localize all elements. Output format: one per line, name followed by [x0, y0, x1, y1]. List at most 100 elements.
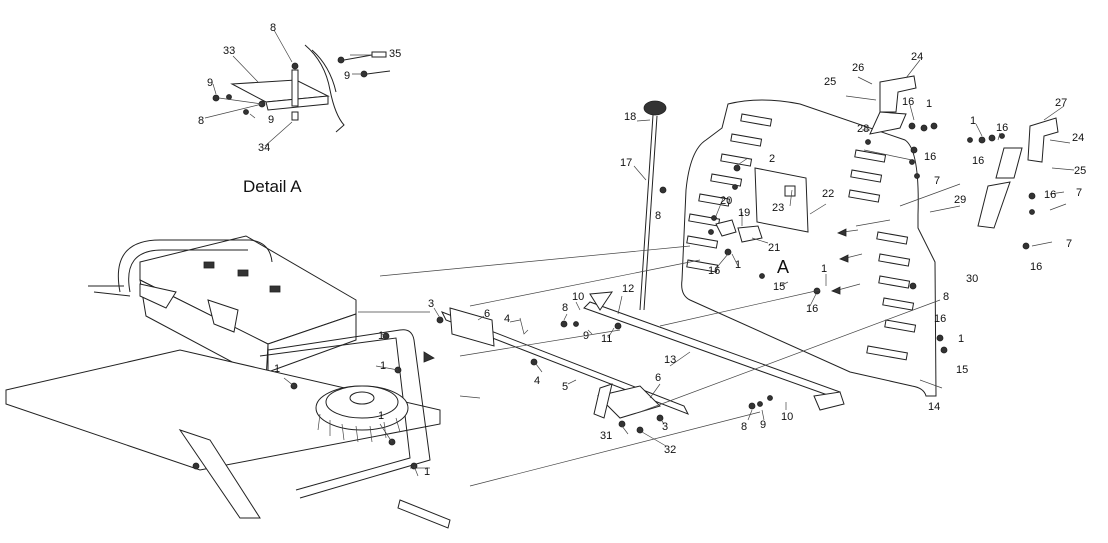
callout-label: 9 [207, 77, 213, 89]
callout-label: 1 [958, 333, 964, 345]
detail-a-marker: A [777, 257, 789, 277]
tractor-frame: 1 1 1 1 1 [5, 235, 451, 529]
callout-label: 32 [664, 444, 676, 456]
detail-rod-edge [311, 49, 337, 93]
callout-label: 8 [655, 210, 661, 222]
deck-slot [269, 285, 281, 293]
callout-label: 11 [601, 333, 612, 345]
callout-label: 16 [708, 265, 720, 277]
detail-bolt [371, 51, 387, 58]
fender-mount [139, 283, 177, 309]
callout-label: 2 [769, 153, 775, 165]
control-rod [633, 100, 667, 311]
arrow-head [839, 254, 849, 263]
callout-label: 15 [773, 281, 785, 293]
pulley-center [349, 391, 375, 405]
bracket-leaders [857, 59, 1071, 144]
callout-label: 26 [852, 62, 864, 74]
deck-slot [203, 261, 215, 269]
arrow-head [423, 351, 435, 363]
callout-label: 4 [534, 375, 540, 387]
callout-label: 1 [821, 263, 827, 275]
bracket-10b [813, 391, 845, 411]
callout-label: 1 [735, 259, 741, 271]
callout-label: 30 [966, 273, 978, 285]
detail-leaders [212, 29, 372, 147]
callout-label: 16 [1030, 261, 1042, 273]
deck-slot [237, 269, 249, 277]
callout-label: 6 [484, 308, 490, 320]
callout-label: 1 [380, 360, 386, 372]
detail-washer [243, 109, 249, 115]
callout-label: 1 [274, 363, 280, 375]
callout-label: 9 [583, 330, 589, 342]
detail-a-inset: 8 33 35 9 9 9 8 34 Detail A [198, 22, 401, 196]
callout-label: 16 [806, 303, 818, 315]
callout-label: 10 [781, 411, 793, 423]
detail-a-title: Detail A [243, 177, 302, 196]
callout-label: 3 [662, 421, 668, 433]
rod-leaders [633, 119, 651, 181]
callout-label: 19 [738, 207, 750, 219]
callout-label: 34 [258, 142, 270, 154]
bracket-10 [589, 291, 613, 311]
frame-leaders [283, 333, 419, 477]
main-axle-bar [440, 311, 690, 415]
detail-nut [212, 94, 220, 102]
callout-label: 6 [655, 372, 661, 384]
callout-label: 7 [1076, 187, 1082, 199]
callout-label: 9 [268, 114, 274, 126]
callout-label: 16 [934, 313, 946, 325]
dashed-guide [358, 245, 941, 487]
link-arm [593, 383, 613, 419]
detail-bolt-lines [343, 54, 391, 75]
callout-label: 23 [772, 202, 784, 214]
callout-label: 16 [902, 96, 914, 108]
frame-tube-end [397, 499, 451, 529]
callout-label: 21 [768, 242, 780, 254]
side-plate [88, 285, 131, 297]
callout-label: 27 [1055, 97, 1067, 109]
callout-label: 1 [970, 115, 976, 127]
rear-tube [267, 329, 431, 499]
assembly-lines [358, 245, 941, 487]
callout-label: 7 [1066, 238, 1072, 250]
callout-label: 16 [996, 122, 1008, 134]
callout-label: 16 [1044, 189, 1056, 201]
callout-label: 1 [424, 466, 430, 478]
guide-lines [855, 183, 961, 227]
pulley-fins [317, 413, 401, 443]
callout-label: 12 [622, 283, 634, 295]
mounting-brackets: 26 24 25 16 1 28 16 7 27 24 1 16 16 25 2… [824, 51, 1086, 273]
detail-leader [204, 97, 263, 119]
callout-label: 24 [1072, 132, 1084, 144]
side-bracket [207, 299, 239, 333]
callout-label: 20 [720, 195, 732, 207]
lever-latch [715, 219, 737, 237]
callout-label: 8 [741, 421, 747, 433]
callout-label: 4 [504, 313, 510, 325]
bracket-27 [1027, 117, 1059, 163]
bracket-bolts [845, 95, 1075, 247]
callout-label: 8 [943, 291, 949, 303]
callout-label: 16 [972, 155, 984, 167]
callout-label: 25 [824, 76, 836, 88]
callout-label: 15 [956, 364, 968, 376]
axle-hardware [436, 316, 773, 434]
arrow-head [831, 286, 841, 295]
bracket-block [995, 147, 1023, 179]
callout-label: 1 [378, 410, 384, 422]
rod-shaft [639, 114, 658, 311]
pin-4 [519, 317, 529, 335]
callout-label: 33 [223, 45, 235, 57]
shield-leaders [715, 157, 943, 389]
lever-arm [737, 225, 763, 243]
detail-washer [337, 56, 345, 64]
callout-label: 25 [1074, 165, 1086, 177]
rear-shield: 18 17 8 2 20 19 23 22 21 16 1 15 16 1 30… [620, 99, 978, 413]
callout-label: 9 [760, 419, 766, 431]
roll-bar [117, 239, 273, 293]
axle-linkage: 3 6 4 8 9 10 12 11 4 5 13 6 3 31 32 8 9 … [428, 283, 845, 456]
callout-label: 17 [620, 157, 632, 169]
roll-bar-inner [128, 249, 248, 293]
